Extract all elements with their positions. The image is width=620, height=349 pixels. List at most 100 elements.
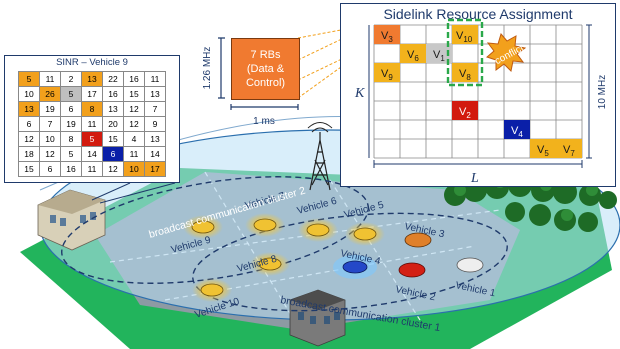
freq-axis-line bbox=[586, 24, 592, 159]
sinr-cell: 5 bbox=[60, 146, 82, 162]
sinr-cell: 13 bbox=[102, 101, 124, 117]
sinr-cell: 17 bbox=[81, 86, 103, 102]
building-left bbox=[37, 170, 106, 251]
label-v3: V3 bbox=[381, 30, 393, 44]
conflict-highlight bbox=[446, 18, 484, 87]
sinr-cell: 5 bbox=[81, 131, 103, 147]
label-v4: V4 bbox=[511, 125, 523, 139]
building-bottom bbox=[289, 289, 346, 347]
label-v9: V9 bbox=[381, 68, 393, 82]
l-axis-line bbox=[373, 160, 583, 168]
rb-height-label: 1.26 MHz bbox=[202, 47, 213, 90]
sinr-cell: 14 bbox=[144, 146, 166, 162]
l-axis-label: L bbox=[470, 171, 479, 186]
rb-dimensions bbox=[218, 37, 299, 110]
label-v6: V6 bbox=[407, 49, 419, 63]
sinr-cell: 15 bbox=[123, 86, 145, 102]
sinr-cell: 22 bbox=[102, 71, 124, 87]
rb-width-label: 1 ms bbox=[253, 116, 275, 127]
cell-v4 bbox=[504, 120, 530, 139]
sinr-cell: 15 bbox=[18, 161, 40, 177]
sinr-cell: 6 bbox=[102, 146, 124, 162]
sinr-cell: 4 bbox=[123, 131, 145, 147]
resource-grid: V3 V6 V1 V10 V9 V8 V2 V4 V5 V7 conflict … bbox=[354, 18, 608, 186]
sinr-cell: 19 bbox=[39, 101, 61, 117]
sinr-cell: 10 bbox=[123, 161, 145, 177]
cell-v3 bbox=[374, 25, 400, 44]
sinr-cell: 11 bbox=[39, 71, 61, 87]
cell-tower bbox=[307, 122, 333, 191]
cell-v10 bbox=[452, 25, 478, 44]
label-v1: V1 bbox=[433, 49, 445, 63]
sinr-cell: 10 bbox=[18, 86, 40, 102]
sinr-connector bbox=[91, 182, 176, 204]
sinr-cell: 5 bbox=[60, 86, 82, 102]
vehicle-cars bbox=[183, 213, 484, 302]
sinr-cell: 6 bbox=[39, 161, 61, 177]
sinr-cell: 12 bbox=[18, 131, 40, 147]
rb-box-line3: Control) bbox=[245, 77, 286, 89]
sinr-cell: 8 bbox=[81, 101, 103, 117]
cell-v9 bbox=[374, 63, 400, 82]
sinr-cell: 16 bbox=[102, 86, 124, 102]
sinr-cell: 7 bbox=[39, 116, 61, 132]
sinr-cell: 12 bbox=[123, 116, 145, 132]
sinr-cell: 10 bbox=[39, 131, 61, 147]
cell-v8 bbox=[452, 63, 478, 82]
sinr-cell: 12 bbox=[39, 146, 61, 162]
cell-v7 bbox=[556, 139, 582, 158]
cell-v1 bbox=[426, 44, 452, 63]
sinr-cell: 8 bbox=[60, 131, 82, 147]
cell-v6 bbox=[400, 44, 426, 63]
sinr-cell: 15 bbox=[102, 131, 124, 147]
sinr-cell: 13 bbox=[18, 101, 40, 117]
sinr-cell: 19 bbox=[60, 116, 82, 132]
rb-box-line1: 7 RBs bbox=[250, 49, 281, 61]
sinr-cell: 7 bbox=[144, 101, 166, 117]
sinr-cell: 11 bbox=[81, 116, 103, 132]
sinr-title: SINR – Vehicle 9 bbox=[56, 57, 128, 68]
sinr-cell: 13 bbox=[144, 86, 166, 102]
label-v10: V10 bbox=[456, 30, 473, 44]
label-v7: V7 bbox=[563, 144, 575, 158]
conflict-burst bbox=[486, 32, 527, 73]
label-v5: V5 bbox=[537, 144, 549, 158]
sinr-cell: 13 bbox=[81, 71, 103, 87]
label-v8: V8 bbox=[459, 68, 471, 82]
sinr-cell: 11 bbox=[81, 161, 103, 177]
sinr-cell: 12 bbox=[123, 101, 145, 117]
freq-label: 10 MHz bbox=[597, 75, 608, 109]
sinr-cell: 6 bbox=[18, 116, 40, 132]
label-v2: V2 bbox=[459, 106, 471, 120]
sinr-cell: 20 bbox=[102, 116, 124, 132]
sinr-cell: 16 bbox=[60, 161, 82, 177]
rb-box: 7 RBs (Data & Control) bbox=[231, 38, 300, 100]
sinr-cell: 17 bbox=[144, 161, 166, 177]
sinr-cell: 16 bbox=[123, 71, 145, 87]
sinr-cell: 13 bbox=[144, 131, 166, 147]
cluster2-ellipse bbox=[61, 176, 369, 284]
resource-assignment-title: Sidelink Resource Assignment bbox=[383, 6, 573, 22]
sinr-cell: 26 bbox=[39, 86, 61, 102]
sinr-cell: 6 bbox=[60, 101, 82, 117]
sinr-cell: 5 bbox=[18, 71, 40, 87]
rb-box-line2: (Data & bbox=[246, 63, 285, 75]
sinr-cell: 2 bbox=[60, 71, 82, 87]
sinr-cell: 11 bbox=[144, 71, 166, 87]
k-axis-label: K bbox=[354, 86, 365, 101]
sinr-cell: 9 bbox=[144, 116, 166, 132]
sinr-cell: 18 bbox=[18, 146, 40, 162]
cluster1-ellipse bbox=[192, 212, 508, 312]
sinr-cell: 12 bbox=[102, 161, 124, 177]
cell-v2 bbox=[452, 101, 478, 120]
